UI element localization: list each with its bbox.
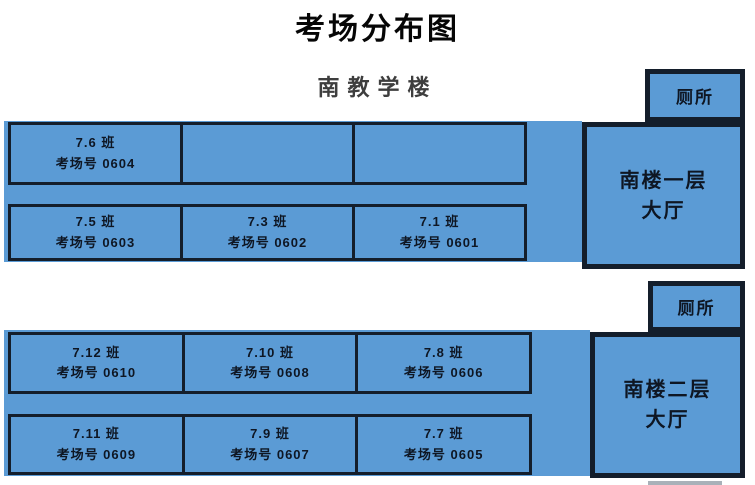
toilet-box-floor2: 厕所 [648,281,745,332]
room-cell-0610: 7.12 班 考场号 0610 [11,335,182,391]
room-number-label: 考场号 0601 [399,234,480,250]
room-class-label: 7.5 班 [75,214,116,230]
room-cell-0606: 7.8 班 考场号 0606 [355,335,529,391]
room-class-label: 7.10 班 [246,344,294,360]
room-class-label: 7.12 班 [72,344,121,360]
room-cell-0604: 7.6 班 考场号 0604 [11,125,180,182]
hall-box-floor2: 南楼二层 大厅 [590,332,745,478]
room-cell-0601: 7.1 班 考场号 0601 [352,207,524,258]
toilet-box-floor1: 厕所 [645,69,745,122]
room-cell-0607: 7.9 班 考场号 0607 [181,417,356,472]
room-cell-0602: 7.3 班 考场号 0602 [180,207,352,258]
room-class-label: 7.11 班 [72,426,120,442]
hall-label-line2: 大厅 [641,199,686,222]
hall-box-floor1: 南楼一层 大厅 [582,122,745,269]
hall-label-line1: 南楼一层 [619,169,708,192]
room-class-label: 7.7 班 [423,426,464,442]
cropped-box-edge [648,481,722,485]
room-class-label: 7.3 班 [247,214,288,230]
room-number-label: 考场号 0603 [55,234,136,250]
room-class-label: 7.9 班 [250,426,290,442]
room-number-label: 考场号 0606 [403,365,484,380]
toilet-label: 厕所 [676,88,714,107]
room-number-label: 考场号 0608 [230,365,310,380]
room-class-label: 7.6 班 [75,135,116,151]
page-title: 考场分布图 [295,13,460,46]
room-cell-0608: 7.10 班 考场号 0608 [181,335,356,391]
room-number-label: 考场号 0604 [55,155,136,171]
room-class-label: 7.1 班 [419,214,460,230]
floor2-row2: 7.11 班 考场号 0609 7.9 班 考场号 0607 7.7 班 考场号… [8,414,532,475]
toilet-label: 厕所 [677,299,716,318]
room-number-label: 考场号 0602 [227,234,308,250]
room-number-label: 考场号 0610 [56,365,137,380]
floor1-row2: 7.5 班 考场号 0603 7.3 班 考场号 0602 7.1 班 考场号 … [8,204,527,261]
hall-label-line2: 大厅 [645,409,690,431]
room-number-label: 考场号 0607 [230,446,310,462]
room-cell-0605: 7.7 班 考场号 0605 [355,417,529,472]
room-cell-0609: 7.11 班 考场号 0609 [11,417,182,472]
floor2-row1: 7.12 班 考场号 0610 7.10 班 考场号 0608 7.8 班 考场… [8,332,532,394]
room-cell-empty [180,125,352,182]
hall-label-line1: 南楼二层 [623,379,712,401]
room-number-label: 考场号 0609 [56,446,137,462]
room-cell-0603: 7.5 班 考场号 0603 [11,207,180,258]
building-label: 南教学楼 [317,75,438,100]
room-number-label: 考场号 0605 [403,446,484,462]
room-cell-empty [352,125,524,182]
room-class-label: 7.8 班 [423,344,464,360]
floor1-row1: 7.6 班 考场号 0604 [8,122,527,185]
